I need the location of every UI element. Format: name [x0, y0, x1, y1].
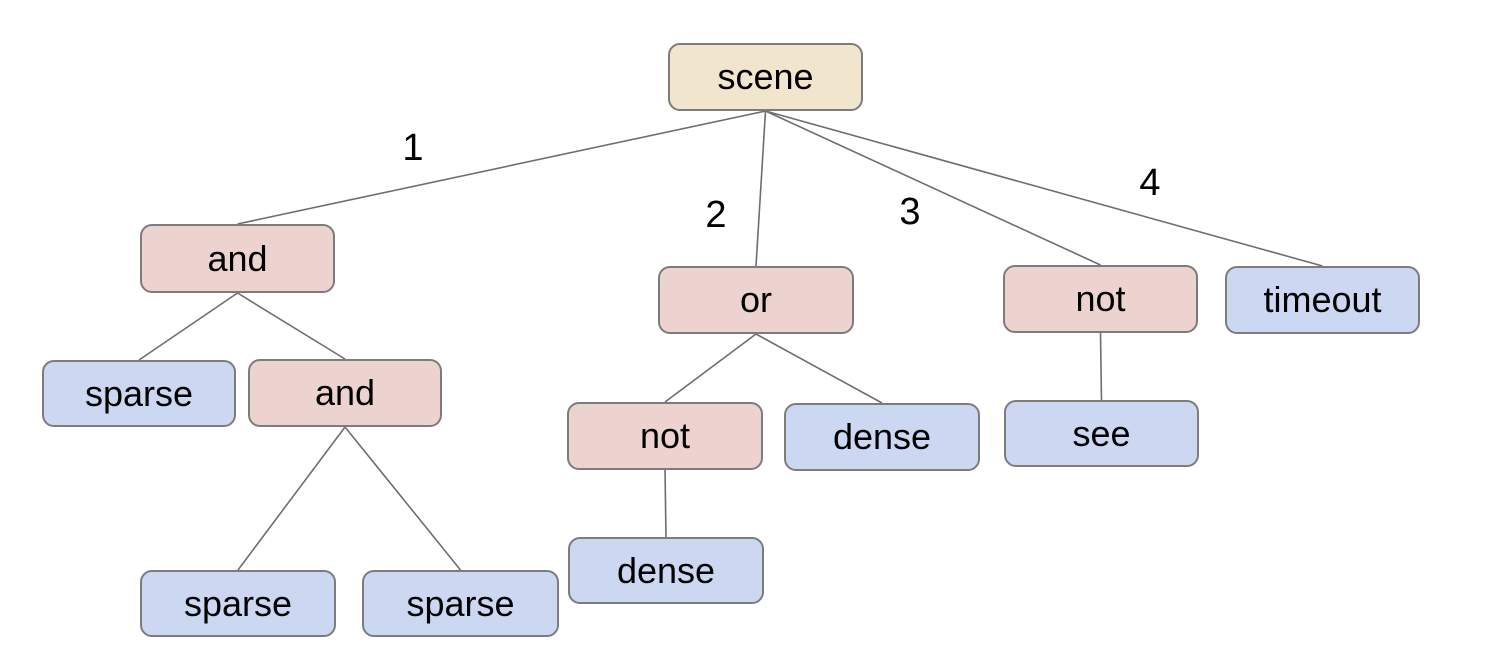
edge-or1-not2 [664, 333, 757, 403]
edge-and2-sparse2 [237, 426, 346, 571]
edge-scene-not1 [765, 110, 1101, 266]
edge-scene-and1 [237, 110, 766, 225]
edge-or1-dense1 [755, 333, 883, 404]
edge-scene-or1 [755, 110, 767, 267]
edge-not2-dense2 [664, 469, 667, 538]
edge-and2-sparse3 [344, 426, 462, 571]
edge-and1-and2 [237, 292, 346, 360]
edge-scene-timeout1 [765, 110, 1323, 267]
edge-and1-sparse1 [138, 292, 238, 361]
edge-not1-see1 [1099, 332, 1103, 401]
